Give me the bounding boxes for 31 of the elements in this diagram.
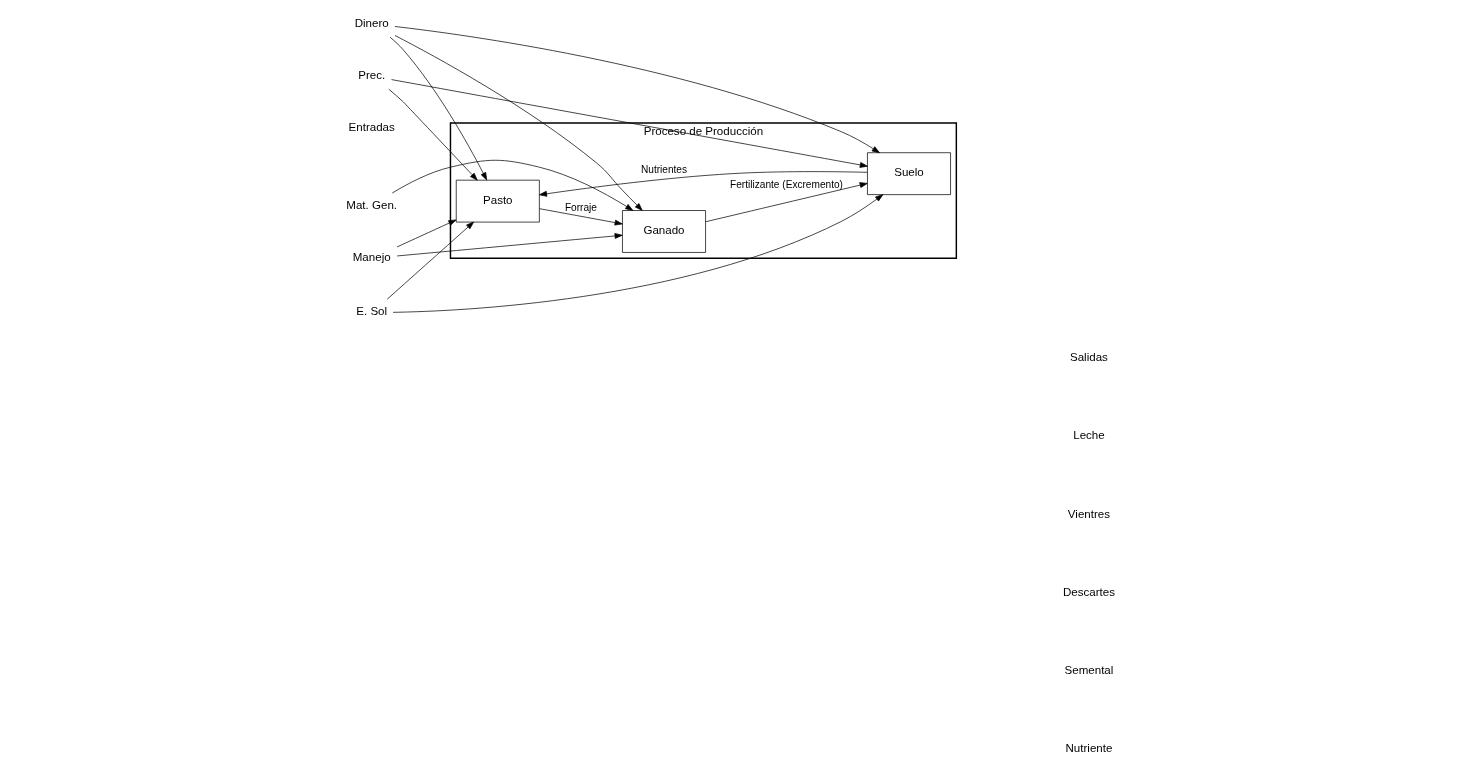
arrow <box>391 79 868 168</box>
node-box: Pasto <box>455 179 540 223</box>
arrow <box>539 171 868 197</box>
arrow <box>388 88 478 181</box>
edge-label: Fertilizante (Excremento) <box>730 179 843 191</box>
node-box: Suelo <box>867 152 951 195</box>
arrow <box>705 182 868 223</box>
node-text: Manejo <box>352 250 391 263</box>
label: Entradas <box>348 120 395 133</box>
node-text: Prec. <box>358 68 386 81</box>
label: Salidas <box>1070 351 1108 364</box>
label: Semental <box>1064 663 1114 676</box>
label: Nutriente <box>1065 741 1113 754</box>
arrow <box>394 26 880 154</box>
arrow <box>392 194 884 313</box>
arrow <box>396 233 623 257</box>
node-text: Dinero <box>354 16 389 29</box>
label: Leche <box>1073 429 1105 442</box>
arrow <box>386 221 474 300</box>
arrow <box>539 208 623 226</box>
arrow <box>391 159 634 211</box>
arrow <box>389 36 488 181</box>
edge-label: Forraje <box>564 202 597 214</box>
arrow <box>394 35 643 211</box>
label: Descartes <box>1062 585 1115 598</box>
node-text: E. Sol <box>356 305 388 318</box>
node-text: Mat. Gen. <box>346 198 398 211</box>
edge-label: Nutrientes <box>640 164 688 176</box>
node-box: Ganado <box>622 210 706 253</box>
label: Vientres <box>1067 507 1111 520</box>
arrow <box>396 219 457 248</box>
